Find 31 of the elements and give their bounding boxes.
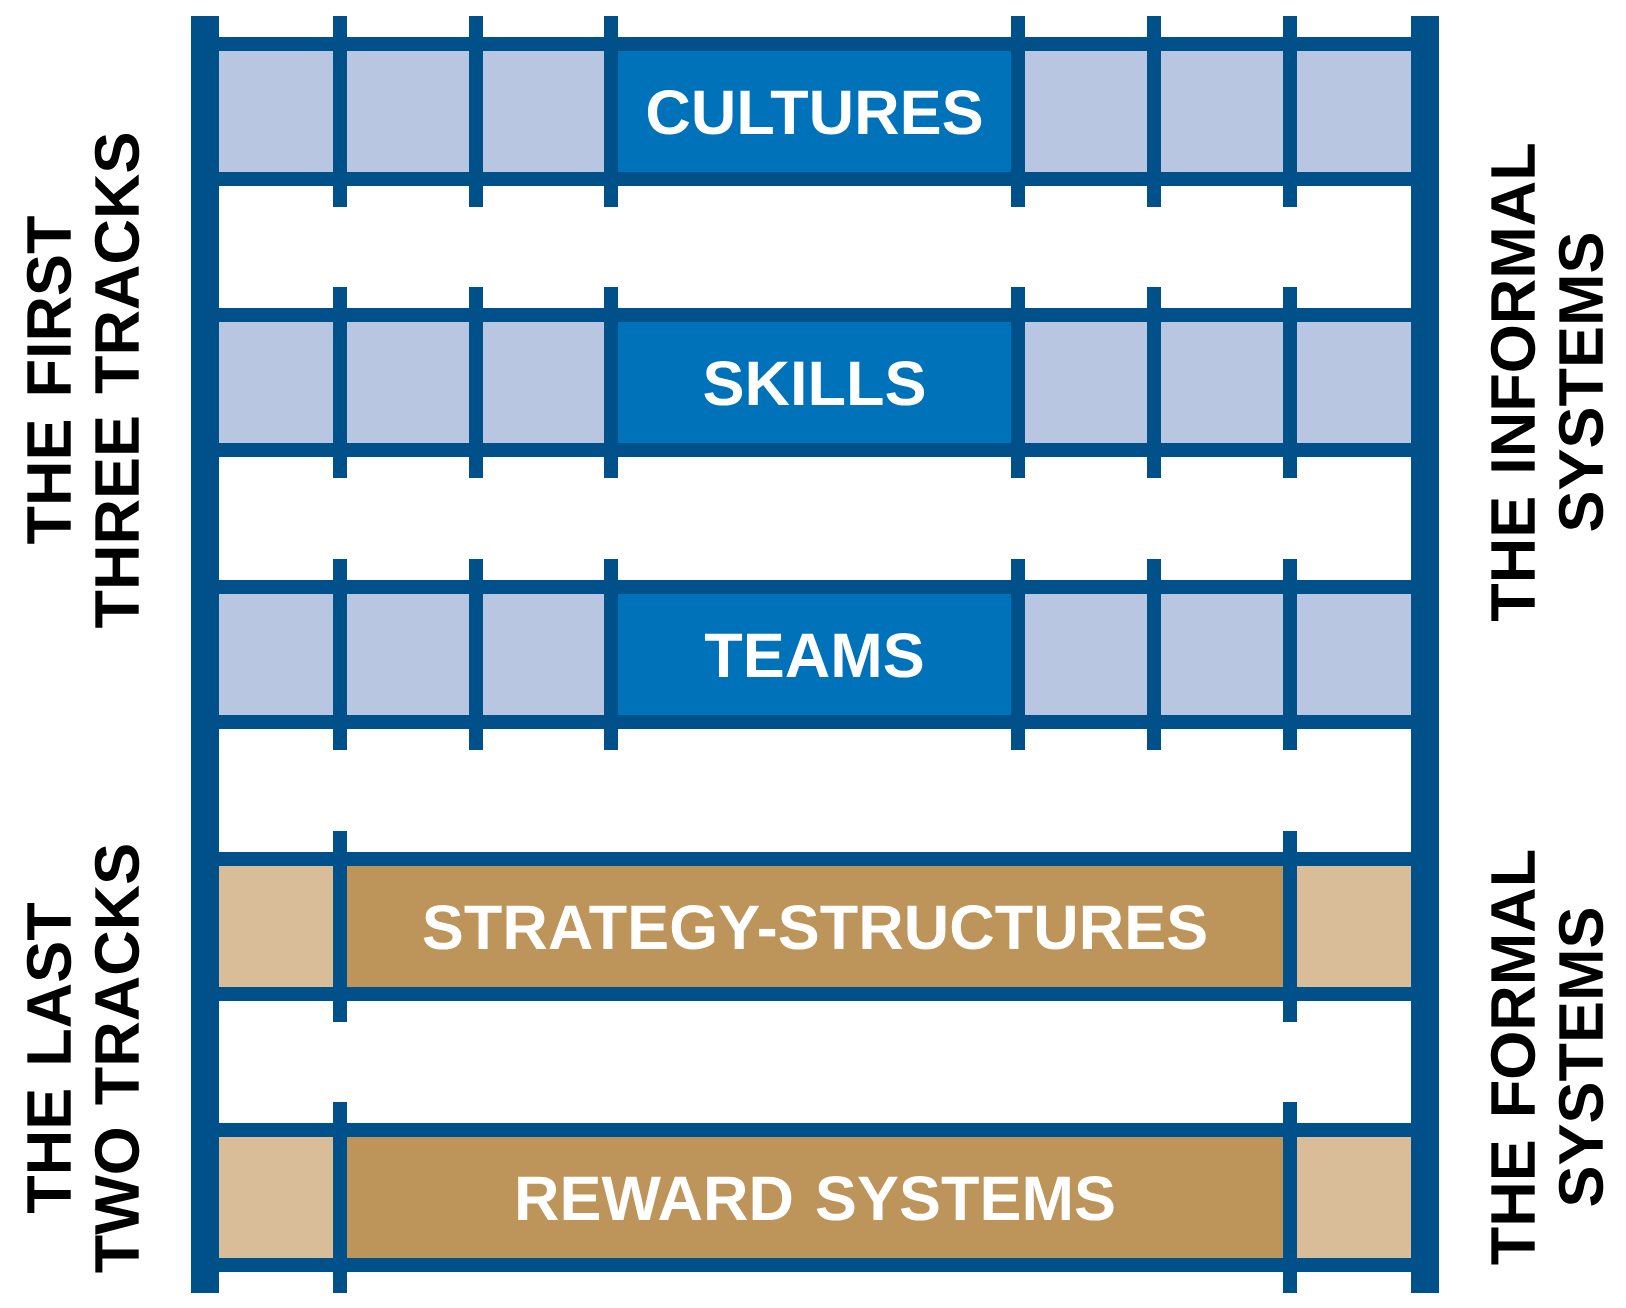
track-cell — [219, 1137, 333, 1258]
track-cell — [1161, 322, 1283, 443]
track-cell — [1297, 866, 1411, 987]
track-cell — [1025, 322, 1147, 443]
track-box: REWARD SYSTEMS — [347, 1137, 1283, 1258]
track-cell — [347, 594, 469, 715]
track-cell — [1297, 594, 1411, 715]
side-label: THE INFORMAL SYSTEMS — [1490, 144, 1604, 621]
track-cell — [347, 322, 469, 443]
track-cell — [1297, 1137, 1411, 1258]
track-cell — [483, 322, 604, 443]
track-cell — [219, 866, 333, 987]
side-label: THE FIRST THREE TRACKS — [26, 134, 140, 628]
track-cell — [1161, 594, 1283, 715]
track-box: CULTURES — [618, 51, 1011, 172]
side-label: THE LAST TWO TRACKS — [26, 845, 140, 1273]
side-label: THE FORMAL SYSTEMS — [1490, 850, 1604, 1265]
track-cell — [1297, 322, 1411, 443]
track-cell — [1025, 51, 1147, 172]
track-box: SKILLS — [618, 322, 1011, 443]
track-box: TEAMS — [618, 594, 1011, 715]
track-cell — [347, 51, 469, 172]
track-cell — [219, 594, 333, 715]
track-cell — [1297, 51, 1411, 172]
track-cell — [219, 322, 333, 443]
track-box: STRATEGY-STRUCTURES — [347, 866, 1283, 987]
track-cell — [483, 594, 604, 715]
track-cell — [483, 51, 604, 172]
track-cell — [1025, 594, 1147, 715]
track-cell — [219, 51, 333, 172]
track-cell — [1161, 51, 1283, 172]
